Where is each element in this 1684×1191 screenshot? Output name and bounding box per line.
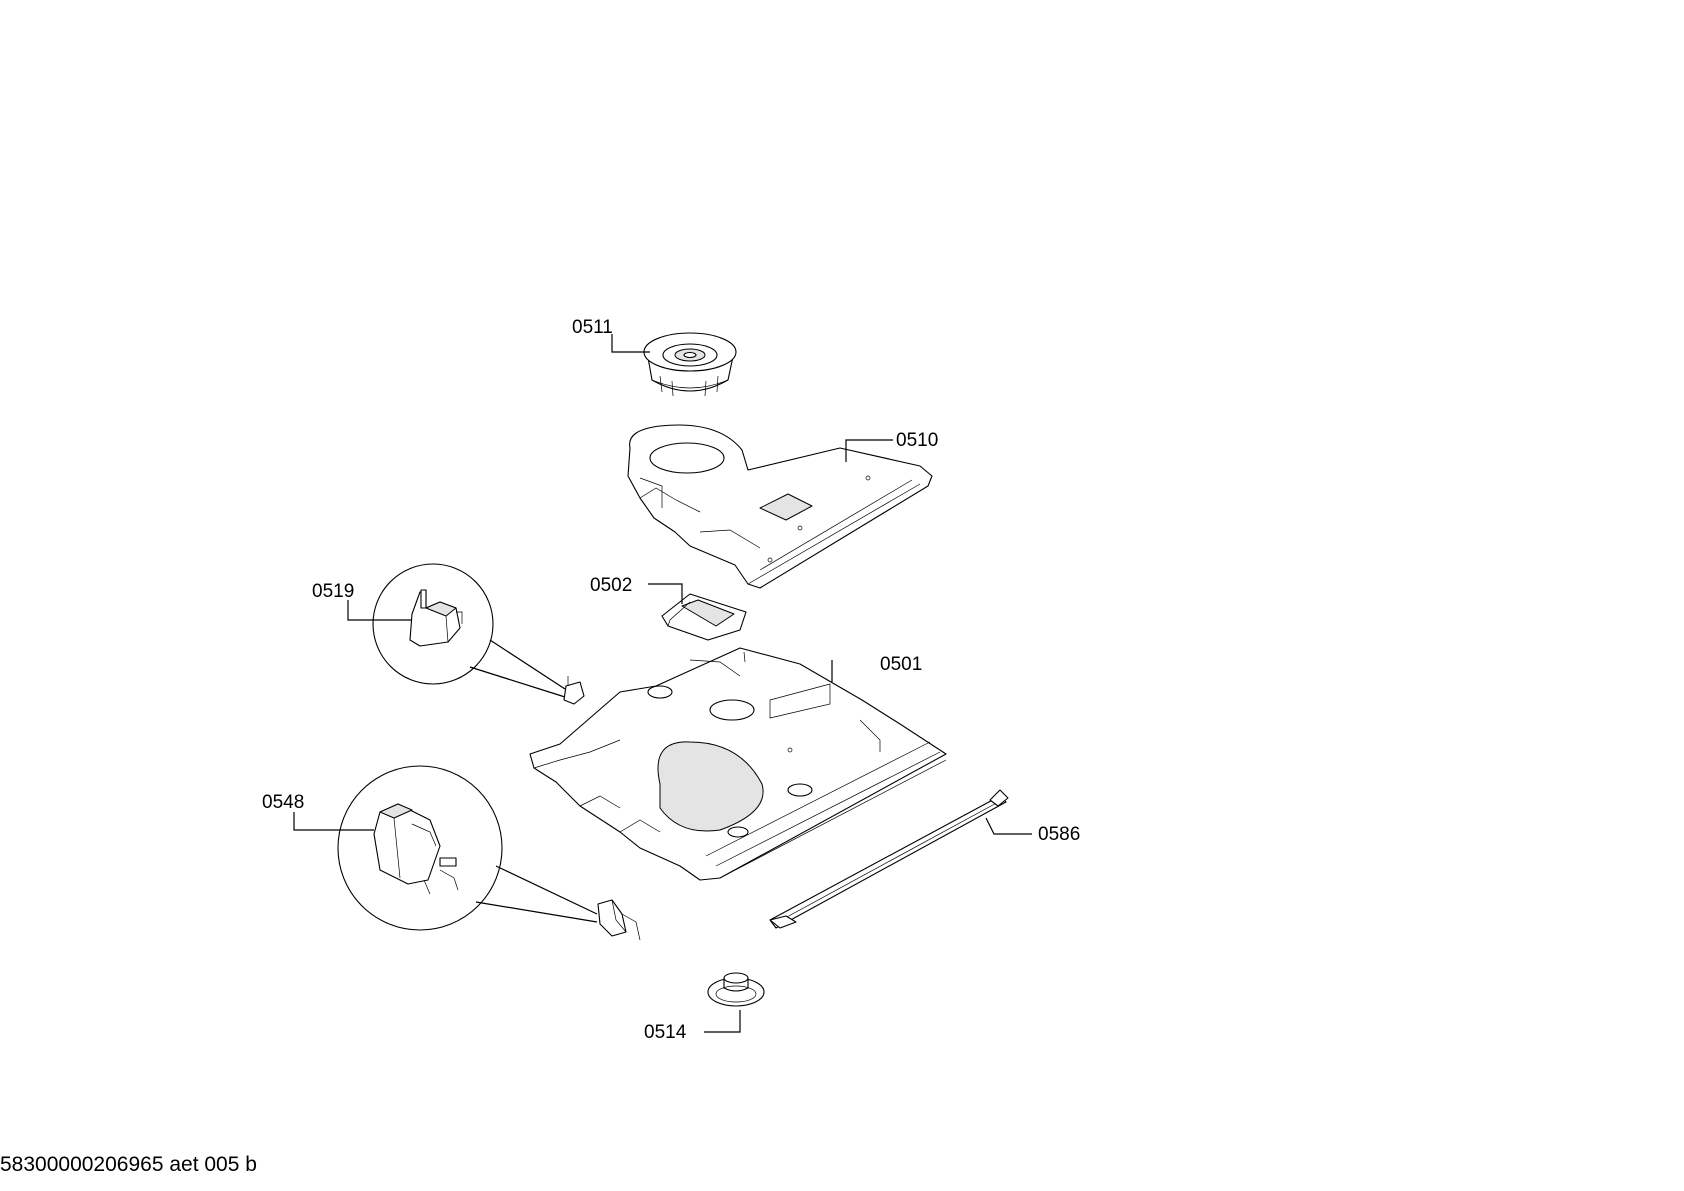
foot-icon[interactable] <box>707 972 765 1007</box>
leader-line-0548 <box>293 812 374 831</box>
door-lock-switch-icon[interactable] <box>373 803 459 895</box>
small-bracket-icon[interactable] <box>661 593 747 641</box>
part-label-0511: 0511 <box>572 317 613 338</box>
leader-line-0586 <box>985 817 1032 835</box>
thermostat-small-icon <box>563 676 585 705</box>
leader-line-0502 <box>648 583 683 604</box>
part-label-0548: 0548 <box>262 792 304 813</box>
leader-line-0514 <box>704 1010 741 1033</box>
base-panel-icon[interactable] <box>529 647 947 881</box>
leader-line-0519 <box>347 600 412 621</box>
leader-line-0511 <box>611 334 650 353</box>
part-label-0586: 0586 <box>1038 824 1080 845</box>
leader-line-0510 <box>845 439 893 462</box>
detail-connector-0519 <box>469 639 566 698</box>
fan-motor-icon[interactable] <box>643 332 737 397</box>
thermostat-bracket-icon[interactable] <box>409 589 463 647</box>
drawing-code: 58300000206965 aet 005 b <box>0 1153 257 1176</box>
detail-connector-0548 <box>475 865 598 923</box>
part-label-0510: 0510 <box>896 430 938 451</box>
part-label-0502: 0502 <box>590 575 632 596</box>
fan-housing-cover-icon[interactable] <box>627 424 933 589</box>
part-label-0501: 0501 <box>880 654 922 675</box>
door-lock-small-icon <box>597 899 641 941</box>
part-label-0519: 0519 <box>312 581 354 602</box>
part-label-0514: 0514 <box>644 1022 687 1043</box>
trim-strip-icon[interactable] <box>769 789 1009 929</box>
